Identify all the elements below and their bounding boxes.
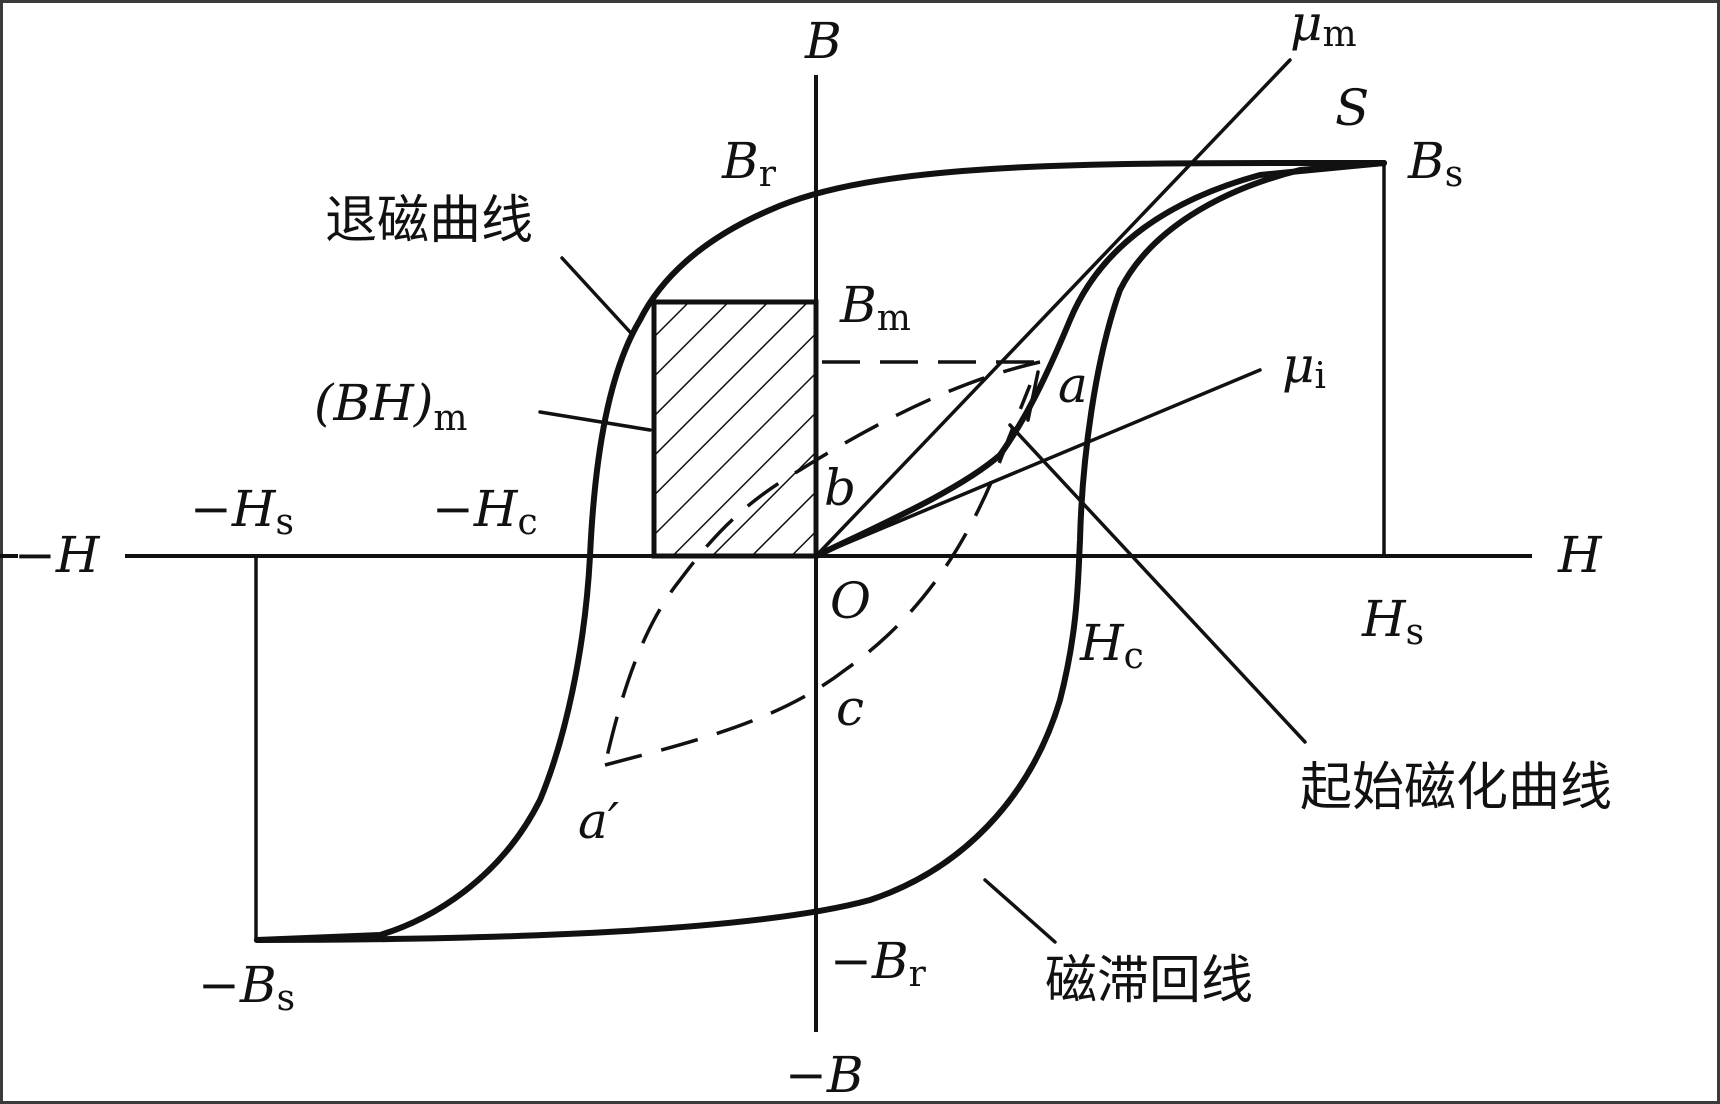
label-bm: Bm: [839, 276, 911, 339]
label-hc: Hc: [1079, 614, 1144, 677]
leader-bh-max: [538, 410, 652, 432]
label-neg-bs: −Bs: [198, 956, 295, 1019]
label-neg-br: −Br: [830, 932, 927, 995]
hysteresis-loop-upper: [254, 159, 1387, 943]
label-mu-i: μi: [1282, 336, 1326, 397]
origin-label: O: [830, 572, 871, 630]
bh-max-area: [651, 299, 819, 559]
h-axis-label: H: [1557, 526, 1603, 584]
neg-h-axis-label: −H: [14, 526, 101, 584]
b-axis-label: B: [804, 12, 842, 70]
annotation-demag-curve: 退磁曲线: [325, 191, 533, 251]
point-a-tick: [1026, 370, 1040, 422]
leader-hysteresis-loop: [983, 878, 1057, 944]
point-a-prime-label: a′: [578, 792, 620, 850]
mu-m-line: [814, 58, 1292, 558]
hysteresis-loop-lower: [254, 160, 1387, 943]
leader-demag-curve: [560, 256, 632, 334]
point-s-label: S: [1335, 79, 1369, 137]
annotation-initial-curve: 起始磁化曲线: [1300, 758, 1612, 818]
label-neg-hs: −Hs: [190, 480, 294, 543]
neg-b-axis-label: −B: [785, 1046, 864, 1104]
point-b-label: b: [824, 459, 856, 517]
label-hs: Hs: [1361, 590, 1424, 653]
point-c-label: c: [836, 679, 864, 737]
label-neg-hc: −Hc: [432, 480, 538, 543]
mu-i-line: [814, 368, 1262, 558]
label-br: Br: [721, 132, 777, 195]
leader-initial-curve: [1008, 423, 1307, 744]
label-mu-m: μm: [1290, 0, 1357, 55]
label-bh-max: (BH)m: [314, 374, 468, 439]
annotation-hysteresis-loop: 磁滞回线: [1045, 951, 1253, 1011]
point-a-label: a: [1058, 356, 1088, 414]
label-bs: Bs: [1407, 132, 1463, 195]
dashed-minor-loop-lower: [604, 384, 1032, 767]
initial-magnetization-curve: [813, 160, 1387, 559]
dashed-minor-loop-upper: [603, 360, 1041, 766]
